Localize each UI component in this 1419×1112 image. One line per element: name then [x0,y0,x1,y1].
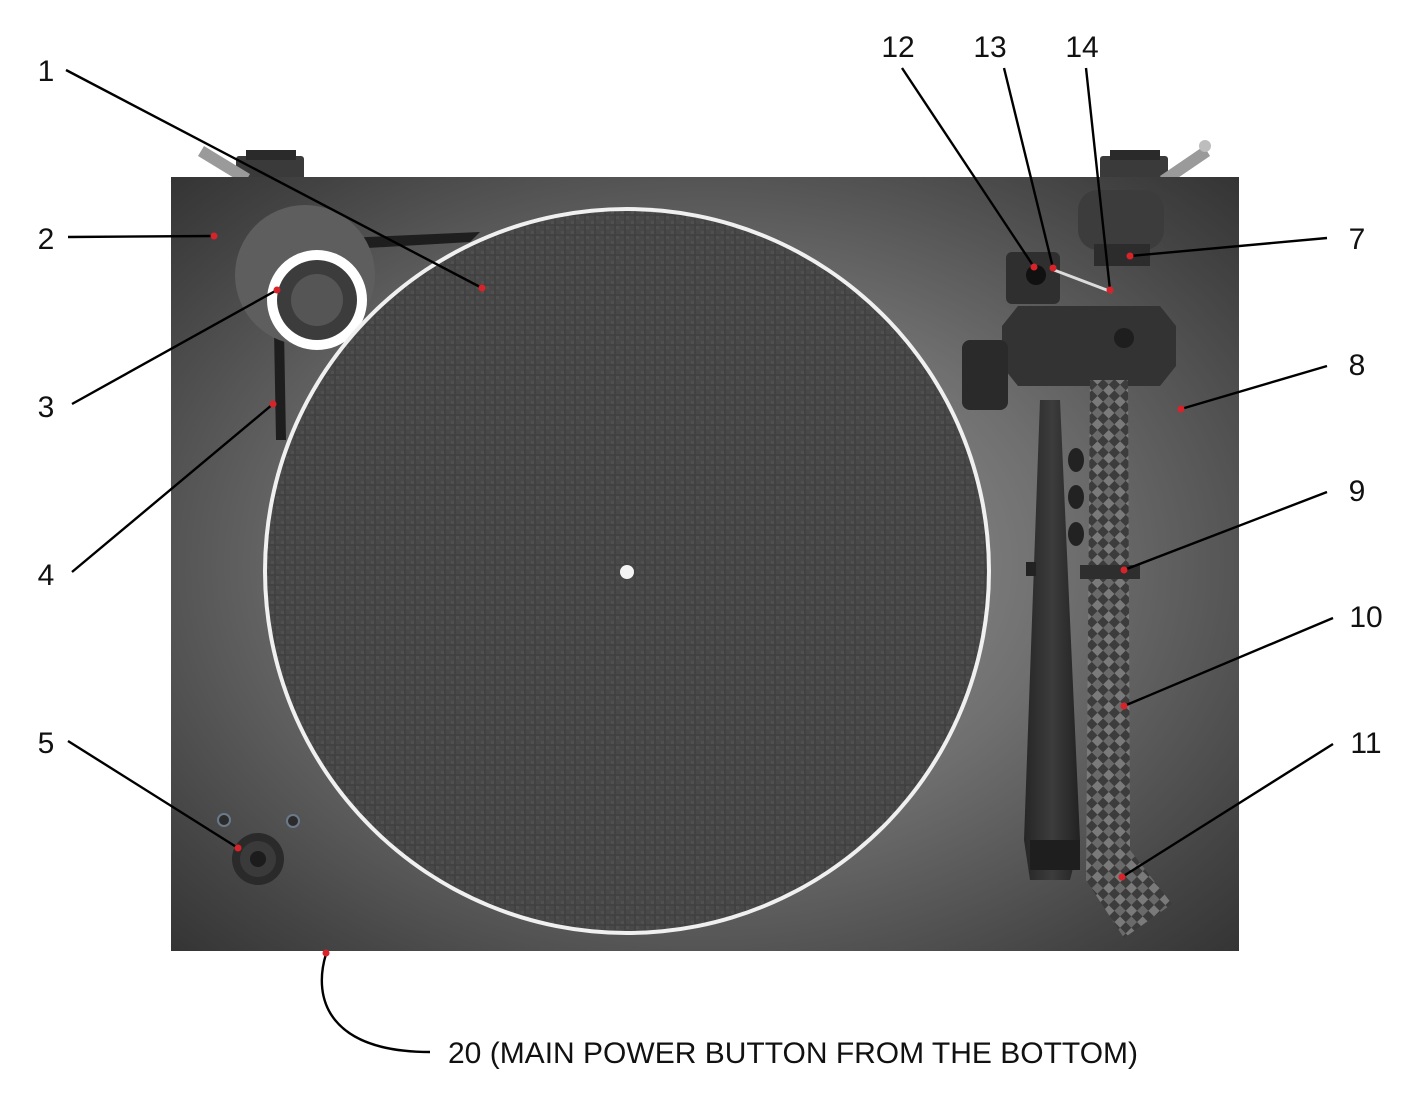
part-marker-9 [1120,566,1128,574]
part-marker-2 [210,232,218,240]
leader-line-9 [1123,490,1328,572]
callout-9: 9 [1349,475,1366,508]
callout-13: 13 [973,31,1006,64]
callout-7: 7 [1349,223,1366,256]
callout-8: 8 [1349,349,1366,382]
leader-line-20 [320,953,431,1054]
part-marker-10 [1120,702,1128,710]
leader-line-10 [1123,616,1334,708]
leader-line-12 [900,67,1036,268]
part-marker-13 [1049,264,1057,272]
part-marker-4 [269,400,277,408]
part-marker-5 [234,844,242,852]
part-marker-12 [1030,263,1038,271]
part-marker-3 [273,286,281,294]
callout-4: 4 [38,559,55,592]
part-marker-7 [1126,252,1134,260]
part-marker-8 [1177,405,1185,413]
part-marker-1 [478,284,486,292]
callout-12: 12 [881,31,914,64]
callout-14: 14 [1065,31,1098,64]
callout-11: 11 [1350,727,1381,760]
leader-line-7 [1129,236,1328,258]
callout-5: 5 [38,727,55,760]
callout-3: 3 [38,391,55,424]
callout-20-power-button: 20 (MAIN POWER BUTTON FROM THE BOTTOM) [448,1037,1138,1070]
speed-selector [217,813,300,885]
part-marker-20 [322,949,330,957]
right-hinge [1100,140,1211,188]
callout-2: 2 [38,223,55,256]
leader-line-1 [65,68,483,290]
leader-line-3 [71,288,278,406]
leader-line-14 [1084,67,1112,291]
leader-lines [65,67,1334,1054]
leader-line-8 [1180,364,1328,411]
part-markers [210,232,1185,957]
callout-1: 1 [38,55,55,88]
callout-10: 10 [1349,601,1382,634]
spindle [620,565,634,579]
leader-line-2 [67,234,215,239]
part-marker-11 [1118,873,1126,881]
leader-line-5 [67,739,239,850]
part-marker-14 [1106,286,1114,294]
leader-line-4 [71,403,274,573]
leader-line-11 [1121,742,1334,879]
motor-pulley [235,205,375,350]
leader-line-13 [1002,67,1055,269]
platter [263,207,991,935]
